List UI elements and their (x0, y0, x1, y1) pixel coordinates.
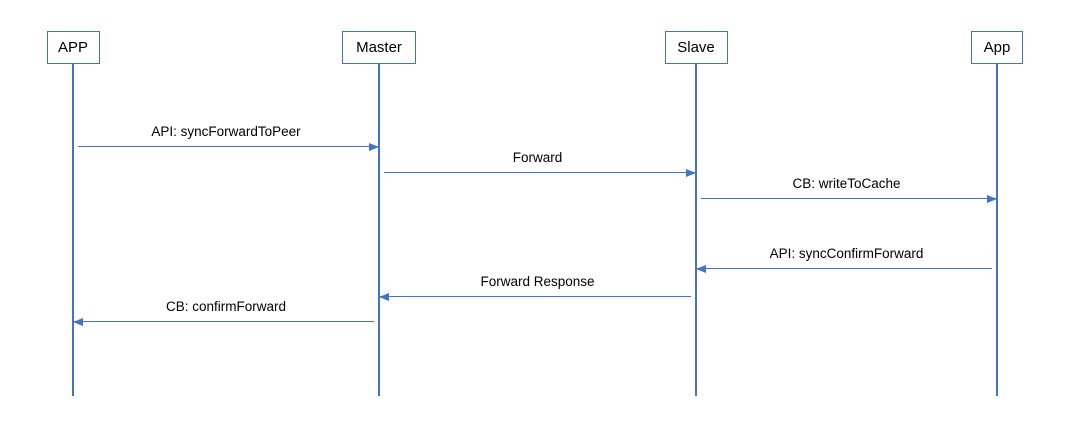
lifeline-app-right (996, 64, 998, 396)
actor-box-master: Master (342, 31, 416, 64)
message-label: Forward Response (480, 274, 595, 289)
arrowhead-icon (379, 293, 389, 301)
message-label: API: syncForwardToPeer (151, 124, 301, 139)
message-line (696, 268, 992, 270)
arrowhead-icon (987, 195, 997, 203)
lifeline-slave (695, 64, 697, 396)
actor-label: APP (57, 39, 88, 56)
actor-label: Slave (677, 39, 715, 56)
message-label: API: syncConfirmForward (769, 246, 924, 261)
lifeline-app-left (72, 64, 74, 396)
message-label: CB: confirmForward (165, 299, 287, 314)
actor-label: App (983, 39, 1011, 56)
lifeline-master (378, 64, 380, 396)
actor-box-slave: Slave (664, 31, 728, 64)
message-line (384, 172, 696, 174)
message-line (379, 296, 691, 298)
arrowhead-icon (696, 265, 706, 273)
actor-box-app-right: App (971, 31, 1023, 64)
actor-box-app-left: APP (46, 31, 100, 64)
actor-label: Master (356, 39, 402, 56)
arrowhead-icon (686, 169, 696, 177)
arrowhead-icon (73, 318, 83, 326)
message-line (78, 146, 379, 148)
message-line (73, 321, 374, 323)
message-label: CB: writeToCache (792, 176, 901, 191)
message-line (701, 198, 997, 200)
arrowhead-icon (369, 143, 379, 151)
message-label: Forward (512, 150, 563, 165)
